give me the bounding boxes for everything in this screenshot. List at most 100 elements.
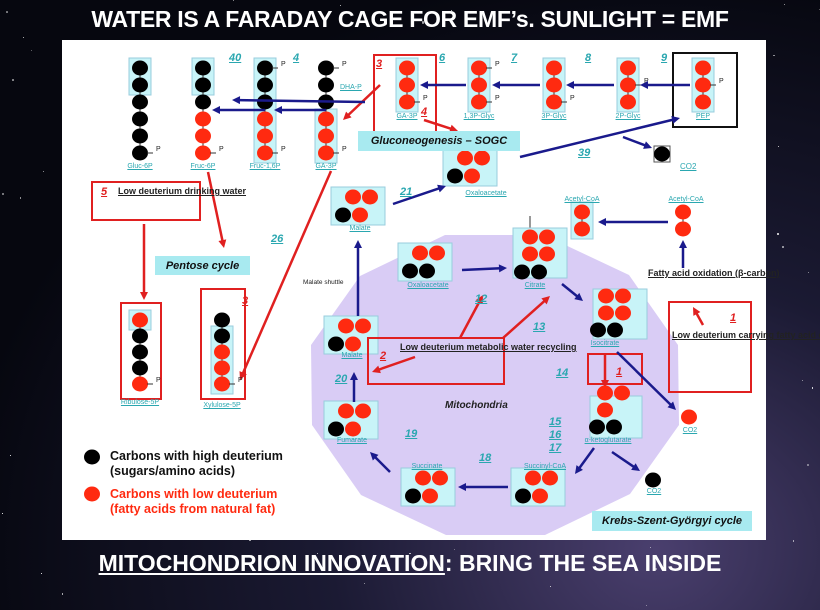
label-p2glyc: 2P-Glyc: [615, 113, 641, 120]
metabolic-water-text: Low deuterium metabolic water recycling: [400, 342, 577, 352]
red-arrow-to-ribulose-head: [140, 292, 148, 300]
low-deuterium-carbon: [355, 318, 371, 334]
red-arrow-fatty-head: [693, 307, 701, 316]
low-deuterium-carbon: [352, 207, 368, 223]
low-deuterium-carbon: [620, 60, 636, 76]
drinking-water-box: [91, 181, 201, 221]
arrow-citrate-isocitrate-head: [574, 292, 583, 301]
drinking-water-text: Low deuterium drinking water: [118, 186, 247, 196]
phosphate-label: P: [495, 61, 500, 68]
low-deuterium-carbon: [471, 94, 487, 110]
low-deuterium-carbon: [675, 221, 691, 237]
fatty-carbons-box: [668, 301, 752, 393]
high-deuterium-carbon: [195, 77, 211, 93]
star: [30, 49, 32, 51]
legend-high-line2: (sugars/amino acids): [110, 464, 236, 478]
low-deuterium-carbon: [525, 470, 541, 486]
phosphate-label: P: [644, 78, 649, 85]
red-arrow-step13-head: [541, 296, 550, 305]
arrow-co2-release: [622, 135, 647, 147]
low-deuterium-carbon: [546, 60, 562, 76]
high-deuterium-carbon: [419, 263, 435, 279]
low-deuterium-carbon: [318, 145, 334, 161]
high-deuterium-carbon: [328, 336, 344, 352]
phosphate-label: P: [495, 95, 500, 102]
xylulose-box: [200, 288, 246, 400]
red-arrow-step2: [377, 355, 416, 372]
step-number-40: 40: [229, 52, 242, 64]
low-deuterium-carbon: [214, 376, 230, 392]
star: [262, 17, 265, 20]
low-deuterium-carbon: [132, 312, 148, 328]
high-deuterium-carbon: [654, 146, 670, 162]
high-deuterium-carbon: [195, 94, 211, 110]
step-number-14: 14: [556, 367, 569, 379]
low-deuterium-carbon: [195, 128, 211, 144]
step-number-39: 39: [578, 147, 591, 159]
low-deuterium-carbon: [471, 77, 487, 93]
low-deuterium-carbon: [195, 145, 211, 161]
label-fumarate: Fumarate: [337, 437, 367, 444]
star: [792, 540, 795, 542]
low-deuterium-carbon: [399, 94, 415, 110]
low-deuterium-carbon: [614, 385, 630, 401]
high-deuterium-carbon: [335, 207, 351, 223]
high-deuterium-carbon: [132, 145, 148, 161]
arrow-co2-akg: [611, 450, 636, 469]
star: [19, 197, 22, 199]
low-deuterium-carbon: [574, 204, 590, 220]
star: [6, 11, 8, 13]
legend-low-line1: Carbons with low deuterium: [110, 487, 278, 501]
low-deuterium-carbon: [695, 60, 711, 76]
star: [316, 552, 318, 554]
arrow-to-fruc16p-head: [274, 106, 282, 114]
label-fruc16p: Fruc-1,6P: [249, 163, 281, 170]
star: [364, 582, 365, 584]
arrow-2p-3p-head: [566, 81, 574, 89]
red-arrow-ga3p-head: [343, 111, 352, 120]
arrow-oaa-citrate-head: [498, 264, 507, 273]
star: [2, 513, 4, 515]
low-deuterium-carbon: [415, 470, 431, 486]
high-deuterium-carbon: [257, 94, 273, 110]
label-ga3p: GA-3P: [315, 163, 337, 170]
low-deuterium-carbon: [214, 360, 230, 376]
star: [340, 5, 342, 7]
low-deuterium-carbon: [474, 150, 490, 166]
star: [782, 246, 785, 249]
low-deuterium-carbon: [214, 344, 230, 360]
high-deuterium-carbon: [645, 472, 661, 488]
pep-black-box: [672, 52, 738, 128]
red-step-r4: 4: [421, 106, 428, 118]
label-succinylcoa: Succinyl-CoA: [523, 463, 567, 470]
high-deuterium-carbon: [514, 264, 530, 280]
arrow-pep-2p-head: [640, 81, 648, 89]
star: [10, 455, 12, 456]
low-deuterium-carbon: [432, 470, 448, 486]
low-deuterium-carbon: [522, 229, 538, 245]
low-deuterium-carbon: [257, 128, 273, 144]
star: [61, 593, 64, 595]
label-pep: PEP: [695, 113, 711, 120]
gluconeogenesis-band: Gluconeogenesis – SOGC: [358, 131, 520, 151]
step-number-16: 16: [549, 429, 562, 441]
high-deuterium-carbon: [132, 328, 148, 344]
label-co2-a: CO2: [680, 162, 697, 171]
low-deuterium-carbon: [257, 111, 273, 127]
low-deuterium-carbon: [546, 94, 562, 110]
star: [421, 21, 424, 24]
low-deuterium-carbon: [539, 246, 555, 262]
phosphate-label: P: [342, 61, 347, 68]
label-p3glyc: 3P-Glyc: [541, 113, 567, 120]
low-deuterium-carbon: [620, 77, 636, 93]
low-deuterium-carbon: [355, 403, 371, 419]
star: [777, 146, 779, 148]
low-deuterium-carbon: [318, 111, 334, 127]
label-malate-out: Malate: [349, 225, 371, 232]
step1-red-box: [587, 353, 643, 385]
star: [22, 36, 24, 38]
slide-caption: MITOCHONDRION INNOVATION: BRING THE SEA …: [0, 550, 820, 577]
high-deuterium-carbon: [84, 449, 100, 465]
phosphate-label: P: [423, 95, 428, 102]
step-number-8: 8: [585, 52, 592, 64]
